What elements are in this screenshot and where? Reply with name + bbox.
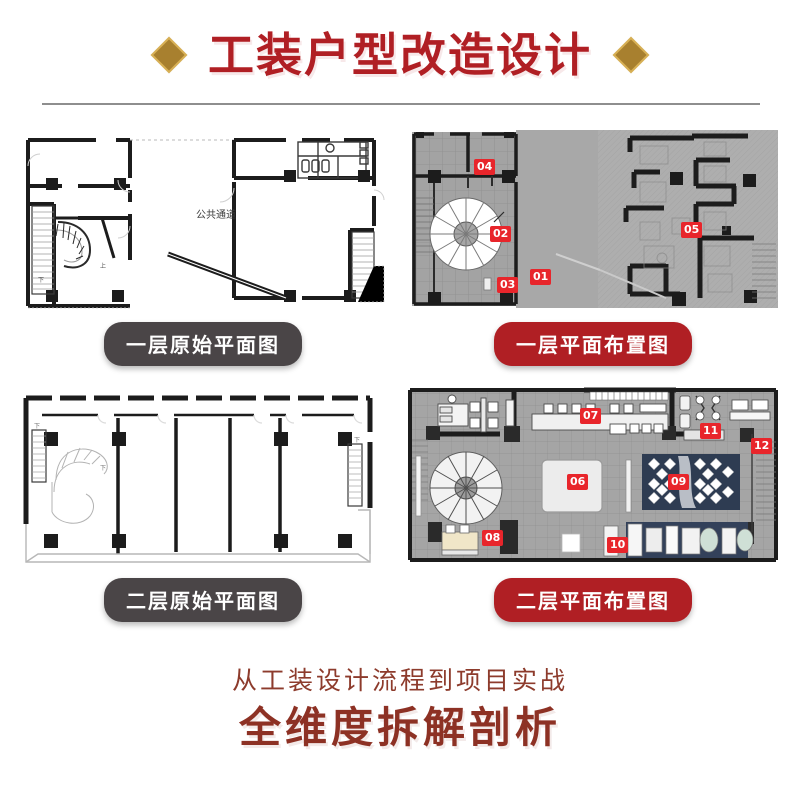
panel-label-floor2-original[interactable]: 二层原始平面图 (104, 578, 302, 622)
badge-08[interactable]: 08 (482, 530, 504, 546)
panel-floor1-layout[interactable]: 04 02 03 01 05 一层平面布置图 (404, 126, 782, 366)
badge-01[interactable]: 01 (530, 269, 552, 285)
panel-label-floor1-original[interactable]: 一层原始平面图 (104, 322, 302, 366)
page-header: 工装户型改造设计 (0, 0, 800, 110)
footer-subtitle: 从工装设计流程到项目实战 (231, 666, 568, 695)
badge-11[interactable]: 11 (700, 423, 722, 439)
floorplan-image-floor1-layout: 04 02 03 01 05 (404, 126, 782, 312)
diamond-ornament-right-icon (612, 36, 650, 74)
footer-headline: 全维度拆解剖析 (238, 703, 561, 752)
floorplan-image-floor2-original: 下 下 下 (18, 382, 388, 568)
svg-text:下: 下 (34, 423, 40, 430)
floorplan-image-floor1-original: 上 下 (18, 126, 388, 312)
badge-03[interactable]: 03 (497, 277, 519, 293)
svg-text:下: 下 (38, 277, 44, 284)
svg-text:下: 下 (100, 465, 106, 472)
badge-09[interactable]: 09 (668, 474, 690, 490)
badge-07[interactable]: 07 (580, 408, 602, 424)
svg-text:上: 上 (100, 262, 106, 270)
title-row: 工装户型改造设计 (0, 22, 800, 88)
header-divider (42, 103, 760, 105)
svg-text:下: 下 (354, 437, 360, 444)
panel-label-floor1-layout[interactable]: 一层平面布置图 (494, 322, 692, 366)
panel-label-wrap: 二层原始平面图 (18, 578, 388, 622)
panel-floor1-original[interactable]: 上 下 (18, 126, 388, 366)
floorplan-image-floor2-layout: 07 11 12 06 09 08 10 (404, 382, 782, 568)
floorplan-grid: 上 下 (0, 126, 800, 656)
page-title: 工装户型改造设计 (208, 28, 592, 82)
badge-02[interactable]: 02 (490, 226, 512, 242)
page-footer: 从工装设计流程到项目实战 全维度拆解剖析 (0, 662, 800, 782)
panel-label-wrap: 二层平面布置图 (404, 578, 782, 622)
diamond-ornament-left-icon (150, 36, 188, 74)
panel-label-wrap: 一层平面布置图 (404, 322, 782, 366)
badge-04[interactable]: 04 (474, 159, 496, 175)
badge-10[interactable]: 10 (607, 537, 629, 553)
panel-label-floor2-layout[interactable]: 二层平面布置图 (494, 578, 692, 622)
badge-12[interactable]: 12 (751, 438, 773, 454)
panel-label-wrap: 一层原始平面图 (18, 322, 388, 366)
panel-floor2-original[interactable]: 下 下 下 二层原始平面图 (18, 382, 388, 622)
passage-annotation: 公共通道 (196, 208, 236, 221)
panel-floor2-layout[interactable]: 07 11 12 06 09 08 10 二层平面布置图 (404, 382, 782, 622)
badge-05[interactable]: 05 (681, 222, 703, 238)
badge-06[interactable]: 06 (567, 474, 589, 490)
